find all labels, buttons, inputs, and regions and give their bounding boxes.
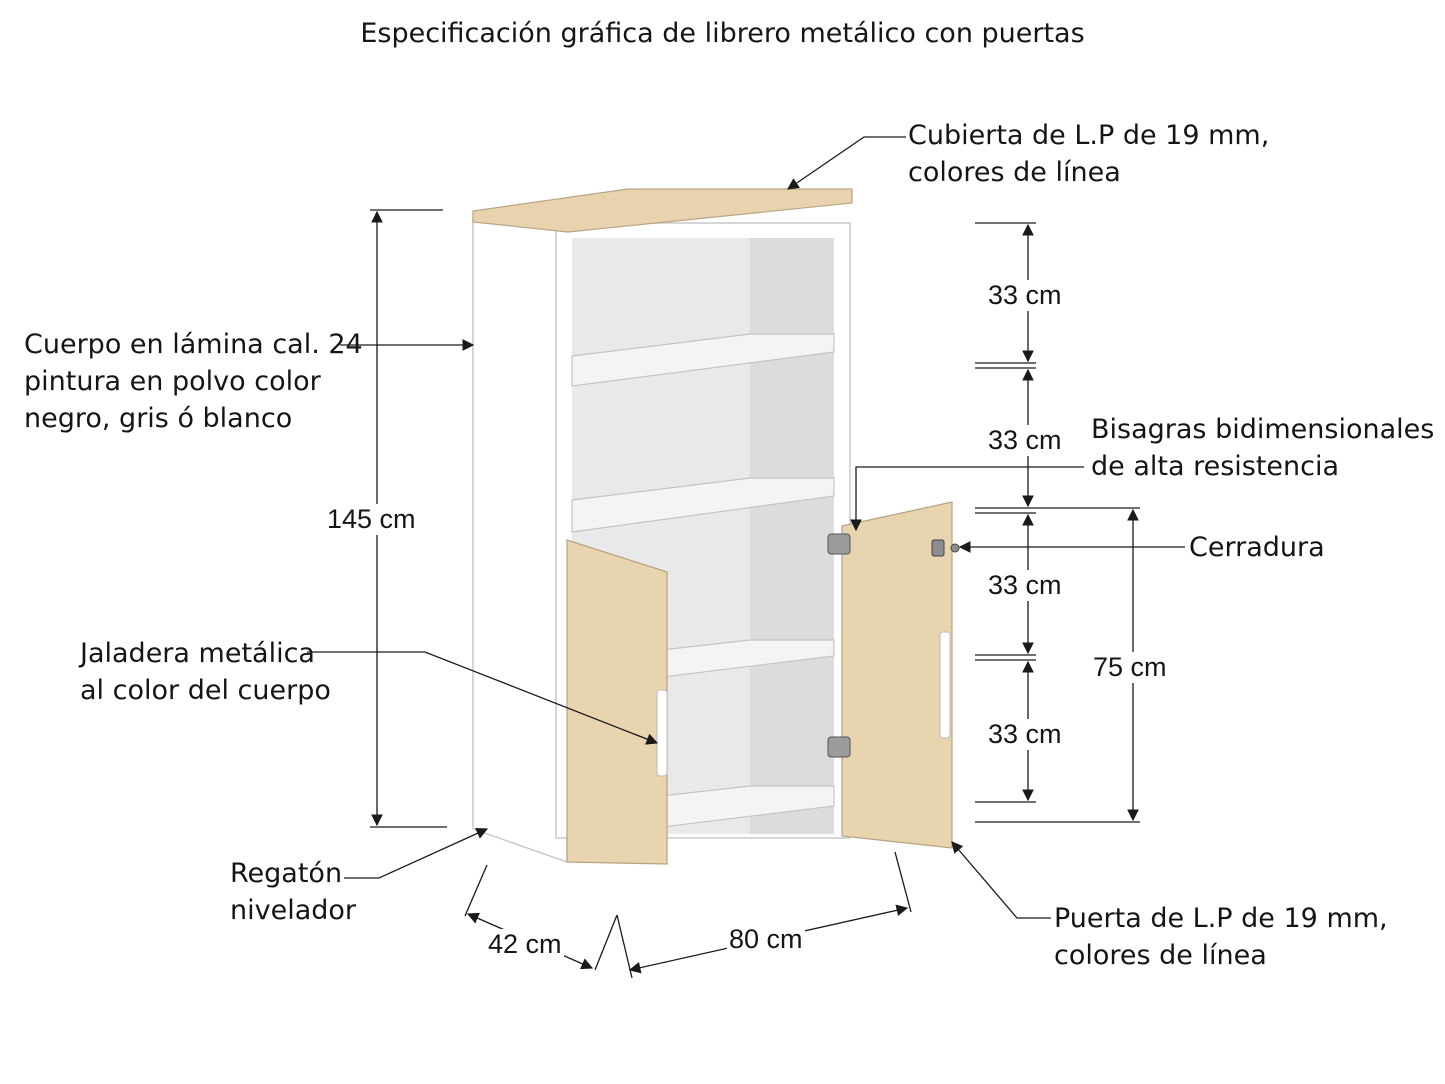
bookcase	[472, 188, 960, 865]
top-cover-label-line: Cubierta de L.P de 19 mm,	[908, 120, 1270, 151]
body-label-line: Cuerpo en lámina cal. 24	[24, 329, 363, 360]
top-cover-label-line: colores de línea	[908, 157, 1121, 188]
right-door-handle	[939, 631, 951, 739]
body-label: Cuerpo en lámina cal. 24 pintura en polv…	[24, 326, 363, 437]
shelf4-dimension-label: 33 cm	[986, 719, 1064, 750]
hinges-label-line: de alta resistencia	[1091, 451, 1340, 482]
body-label-line: pintura en polvo color	[24, 366, 321, 397]
hinges-label-line: Bisagras bidimensionales	[1091, 414, 1435, 445]
handle-label-line: al color del cuerpo	[80, 675, 331, 706]
door-height-dimension-label: 75 cm	[1091, 652, 1169, 683]
lock-label: Cerradura	[1189, 532, 1325, 563]
foot-label-line: Regatón	[230, 858, 343, 889]
door-leader	[951, 841, 1051, 919]
left-door	[566, 539, 668, 865]
depth-dimension-label: 42 cm	[486, 929, 564, 960]
handle-leader	[307, 651, 659, 745]
hinge-icon	[827, 533, 851, 758]
shelf-1	[571, 333, 835, 387]
foot-leader	[344, 828, 489, 879]
width-dimension-label: 80 cm	[727, 924, 805, 955]
body-label-line: negro, gris ó blanco	[24, 403, 293, 434]
lock-icon	[931, 539, 960, 557]
door-label-line: colores de línea	[1054, 940, 1267, 971]
foot-label-line: nivelador	[230, 895, 357, 926]
shelf1-dimension-label: 33 cm	[986, 280, 1064, 311]
shelf2-dimension-label: 33 cm	[986, 425, 1064, 456]
top-cover-label: Cubierta de L.P de 19 mm, colores de lín…	[908, 117, 1269, 191]
foot-label: Regatón nivelador	[230, 855, 356, 929]
shelf3-dimension-label: 33 cm	[986, 570, 1064, 601]
shelf-2	[571, 477, 835, 533]
handle-label-line: Jaladera metálica	[80, 638, 315, 669]
door-label-line: Puerta de L.P de 19 mm,	[1054, 903, 1388, 934]
top-leader	[787, 136, 906, 190]
page-title: Especificación gráfica de librero metáli…	[360, 18, 1085, 49]
left-door-handle	[656, 689, 668, 777]
height-dimension-label: 145 cm	[325, 504, 418, 535]
door-label: Puerta de L.P de 19 mm, colores de línea	[1054, 900, 1388, 974]
hinges-label: Bisagras bidimensionales de alta resiste…	[1091, 411, 1434, 485]
handle-label: Jaladera metálica al color del cuerpo	[80, 635, 331, 709]
left-side-panel	[472, 218, 568, 864]
top-cover	[472, 188, 853, 233]
hinge-leader	[850, 466, 1084, 532]
